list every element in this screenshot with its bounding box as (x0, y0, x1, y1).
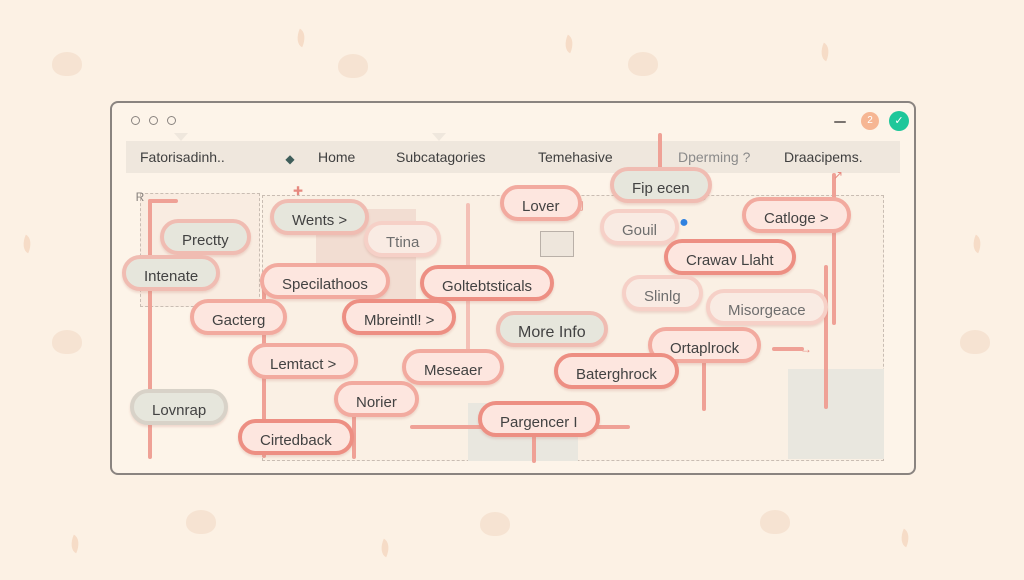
chat-icon[interactable]: ◆ (285, 152, 295, 166)
connector-line (772, 347, 804, 351)
link-pill[interactable]: Lover (500, 185, 582, 221)
nav-item[interactable]: Draacipems. (784, 149, 863, 165)
bg-leaf (561, 34, 577, 54)
link-pill[interactable]: Fip ecen (610, 167, 712, 203)
bg-leaf (377, 538, 393, 558)
bg-leaf (293, 28, 309, 48)
nav-item[interactable]: Fatorisadinh.. (140, 149, 225, 165)
r-label: R (135, 190, 145, 204)
link-pill[interactable]: Lemtact > (248, 343, 359, 379)
link-pill[interactable]: Meseaer (402, 349, 505, 385)
connector-line (148, 199, 178, 203)
link-pill[interactable]: Slinlg (622, 275, 703, 311)
hand-icon[interactable]: ● (679, 214, 689, 231)
bg-shape (338, 54, 368, 78)
link-pill[interactable]: Cirtedback (238, 419, 354, 455)
nav-item[interactable]: Dperming ? (678, 149, 751, 165)
connector-line (658, 133, 662, 193)
bg-leaf (897, 528, 913, 548)
connector-line (824, 265, 828, 409)
link-pill[interactable]: Norier (334, 381, 419, 417)
nav-caret-icon (432, 133, 446, 141)
link-pill[interactable]: Gouil (600, 209, 680, 245)
bg-shape (960, 330, 990, 354)
link-pill[interactable]: Goltebtsticals (420, 265, 555, 301)
nav-caret-icon (174, 133, 188, 141)
link-pill[interactable]: Catloge > (742, 197, 851, 233)
bg-leaf (67, 534, 83, 554)
link-pill[interactable]: Lovnrap (130, 389, 229, 425)
bg-leaf (817, 42, 833, 62)
check-icon[interactable]: ✓ (889, 111, 909, 131)
nav-item-subcategories[interactable]: Subcatagories (396, 149, 486, 165)
connector-line (352, 403, 356, 459)
bg-shape (480, 512, 510, 536)
bg-shape (52, 330, 82, 354)
link-pill[interactable]: Intenate (122, 255, 221, 291)
link-pill[interactable]: Prectty (160, 219, 251, 255)
bg-leaf (19, 234, 35, 254)
bg-shape (760, 510, 790, 534)
link-pill[interactable]: Crawav Llaht (664, 239, 796, 275)
minimize-icon[interactable] (834, 121, 846, 123)
connector-line (832, 173, 836, 325)
window-dot-icon[interactable] (131, 116, 140, 125)
arrow-right-icon[interactable]: → (800, 342, 812, 356)
notification-badge[interactable]: 2 (861, 112, 879, 130)
link-pill[interactable]: Mbreintl! > (342, 299, 457, 335)
link-pill[interactable]: Misorgeace (706, 289, 828, 325)
link-pill[interactable]: Wents > (270, 199, 370, 235)
link-pill[interactable]: Pargencer I (478, 401, 600, 437)
browser-window: 2 ✓ Fatorisadinh.. Home Subcatagories Te… (110, 101, 916, 475)
window-dot-icon[interactable] (167, 116, 176, 125)
nav-item[interactable]: Temehasive (538, 149, 613, 165)
connector-line (702, 341, 706, 411)
image-placeholder (540, 231, 574, 257)
nav-item-home[interactable]: Home (318, 149, 356, 165)
window-dot-icon[interactable] (149, 116, 158, 125)
nav-bar: Fatorisadinh.. Home Subcatagories Temeha… (126, 141, 900, 173)
bg-shape (52, 52, 82, 76)
link-pill[interactable]: Gacterg (190, 299, 288, 335)
more-info-pill[interactable]: More Info (496, 311, 608, 347)
bg-shape (628, 52, 658, 76)
plus-icon[interactable]: ✚ (292, 184, 304, 198)
bg-leaf (969, 234, 985, 254)
link-pill[interactable]: Specilathoos (260, 263, 390, 299)
link-pill[interactable]: Baterghrock (554, 353, 679, 389)
link-pill[interactable]: Ttina (364, 221, 442, 257)
connector-line (148, 199, 152, 459)
arrow-up-icon[interactable]: ↗ (832, 168, 844, 182)
image-placeholder (788, 369, 884, 459)
bg-shape (186, 510, 216, 534)
